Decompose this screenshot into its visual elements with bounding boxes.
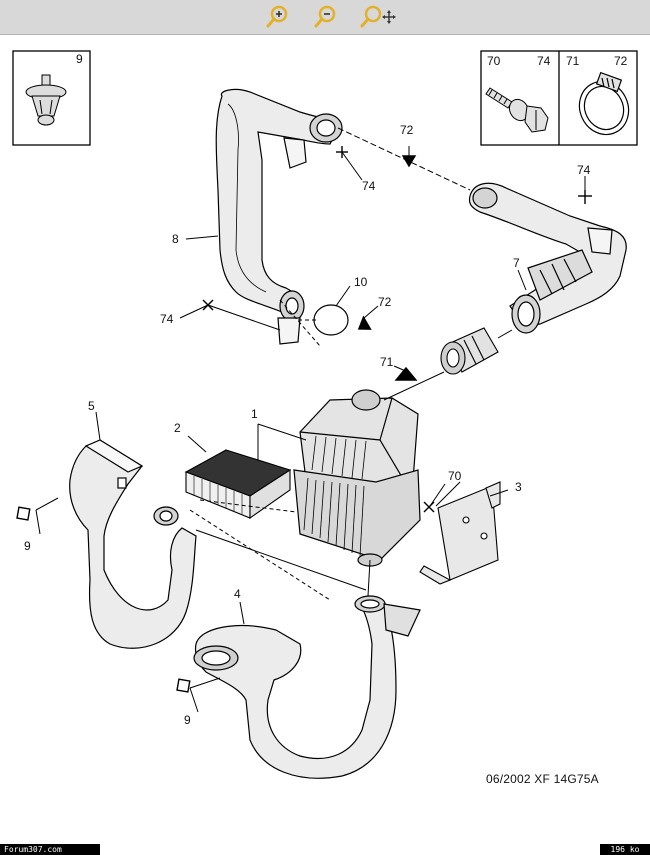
- intake-duct-5: [69, 439, 197, 649]
- toolbar: [0, 0, 650, 35]
- footer-site-label: Forum307.com: [0, 844, 100, 855]
- callout-72-mid: 72: [378, 295, 392, 309]
- callout-10: 10: [354, 275, 368, 289]
- inset-left-label: 9: [76, 52, 83, 66]
- bolt-icon: [485, 87, 549, 133]
- callout-4: 4: [234, 587, 241, 601]
- callout-7: 7: [513, 256, 520, 270]
- zoom-in-icon: [266, 5, 288, 28]
- inset-label-71: 71: [566, 54, 580, 68]
- bracket-3: [419, 481, 501, 585]
- push-clip-icon: [25, 74, 67, 126]
- seal-ring-10: [313, 304, 349, 336]
- inset-label-72: 72: [614, 54, 628, 68]
- callout-2: 2: [174, 421, 181, 435]
- callout-70: 70: [448, 469, 462, 483]
- hose-clamp-icon: [578, 71, 630, 136]
- callout-5: 5: [88, 399, 95, 413]
- footer-file-size: 196 ko: [600, 844, 650, 855]
- air-filter-housing-1: [293, 389, 421, 567]
- inset-label-74: 74: [537, 54, 551, 68]
- callout-74-top: 74: [362, 179, 376, 193]
- intake-duct-4: [193, 595, 421, 779]
- marker-leaders: [179, 146, 586, 507]
- diagram-reference-code: 06/2002 XF 14G75A: [486, 772, 599, 786]
- callout-74-left: 74: [160, 312, 174, 326]
- zoom-out-button[interactable]: [310, 3, 340, 31]
- zoom-out-icon: [314, 5, 336, 28]
- zoom-pan-button[interactable]: [358, 3, 398, 31]
- callout-71: 71: [380, 355, 394, 369]
- exploded-parts-diagram: 9 70 74 71 72: [12, 50, 638, 779]
- duct-8: [215, 88, 343, 345]
- inset-left-box: 9: [12, 50, 91, 146]
- leader-lines: [35, 127, 527, 713]
- hose-7: [468, 182, 627, 334]
- zoom-in-button[interactable]: [262, 3, 292, 31]
- filter-element-2: [184, 449, 292, 520]
- inset-right-box: 70 74 71 72: [480, 50, 638, 146]
- coupling-71: [440, 327, 499, 375]
- callout-72-top: 72: [400, 123, 414, 137]
- callout-8: 8: [172, 232, 179, 246]
- callout-1: 1: [251, 407, 258, 421]
- callout-74-right: 74: [577, 163, 591, 177]
- inset-label-70: 70: [487, 54, 501, 68]
- callout-9-upper: 9: [24, 539, 31, 553]
- callout-9-lower: 9: [184, 713, 191, 727]
- markers: [16, 146, 592, 693]
- zoom-pan-icon: [360, 5, 396, 28]
- callout-3: 3: [515, 480, 522, 494]
